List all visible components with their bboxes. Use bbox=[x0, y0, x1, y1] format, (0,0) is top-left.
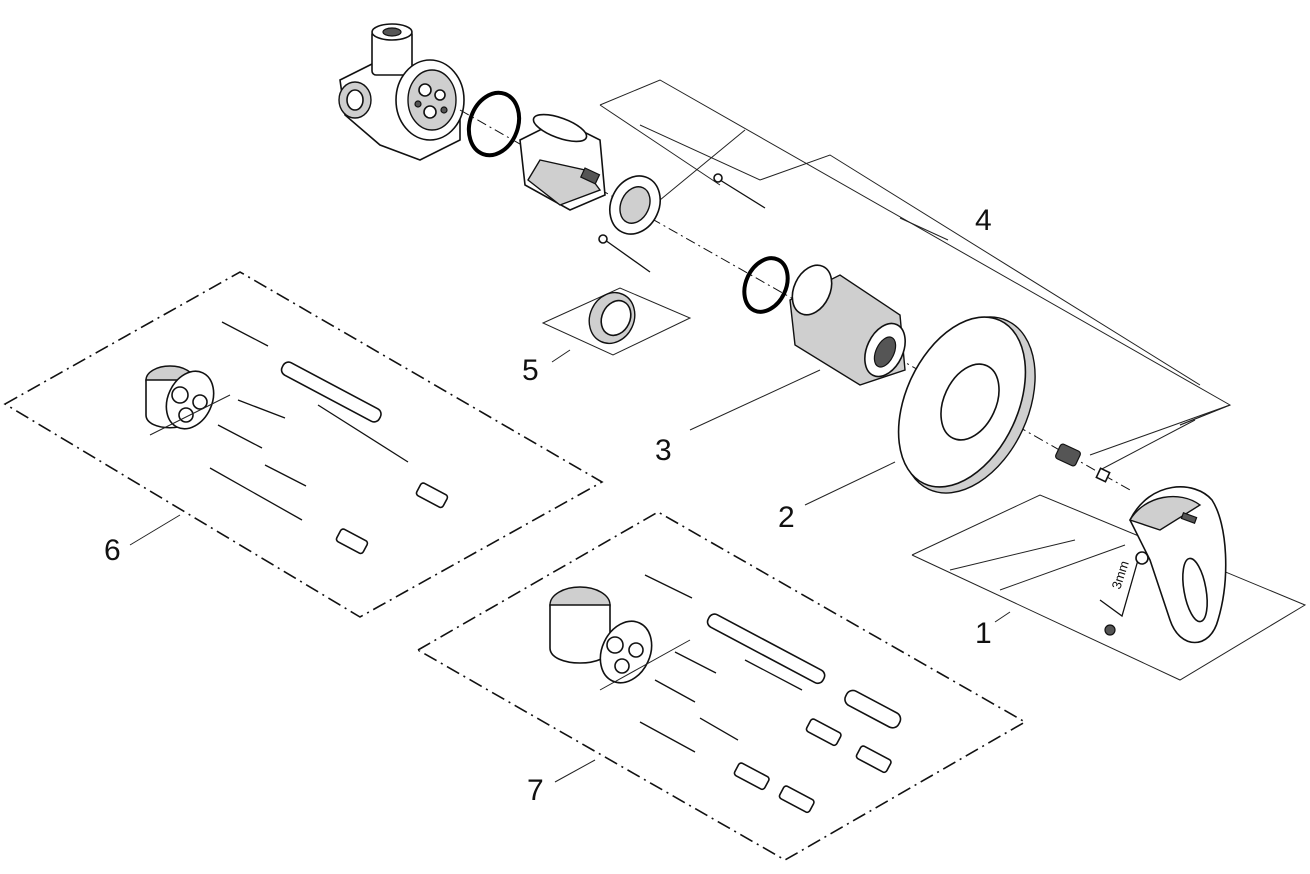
part-2-escutcheon bbox=[804, 316, 1036, 506]
callout-1: 1 bbox=[975, 617, 992, 650]
cartridge bbox=[519, 113, 606, 211]
callout-7: 7 bbox=[527, 774, 544, 807]
part-1-lever-handle: 3mm bbox=[911, 486, 1307, 681]
o-ring-lower bbox=[742, 256, 790, 314]
callout-5: 5 bbox=[522, 354, 539, 387]
hex-key-size-label: 3mm bbox=[1109, 559, 1132, 591]
o-ring-upper bbox=[466, 90, 522, 158]
kit-4-bracket bbox=[599, 79, 1232, 471]
callout-4: 4 bbox=[975, 204, 992, 237]
callout-3: 3 bbox=[655, 434, 672, 467]
handle-adapter bbox=[1055, 443, 1111, 483]
retaining-flange bbox=[609, 175, 661, 235]
kit-7-outline bbox=[416, 511, 1027, 861]
kit-6-outline bbox=[3, 271, 604, 618]
part-3-sleeve bbox=[689, 264, 906, 431]
callout-numbers: 1 2 3 4 5 6 7 bbox=[104, 204, 992, 807]
valve-body bbox=[338, 23, 465, 161]
part-5-adapter bbox=[541, 287, 692, 363]
callout-2: 2 bbox=[778, 501, 795, 534]
callout-6: 6 bbox=[104, 534, 121, 567]
mounting-screws bbox=[598, 173, 766, 273]
